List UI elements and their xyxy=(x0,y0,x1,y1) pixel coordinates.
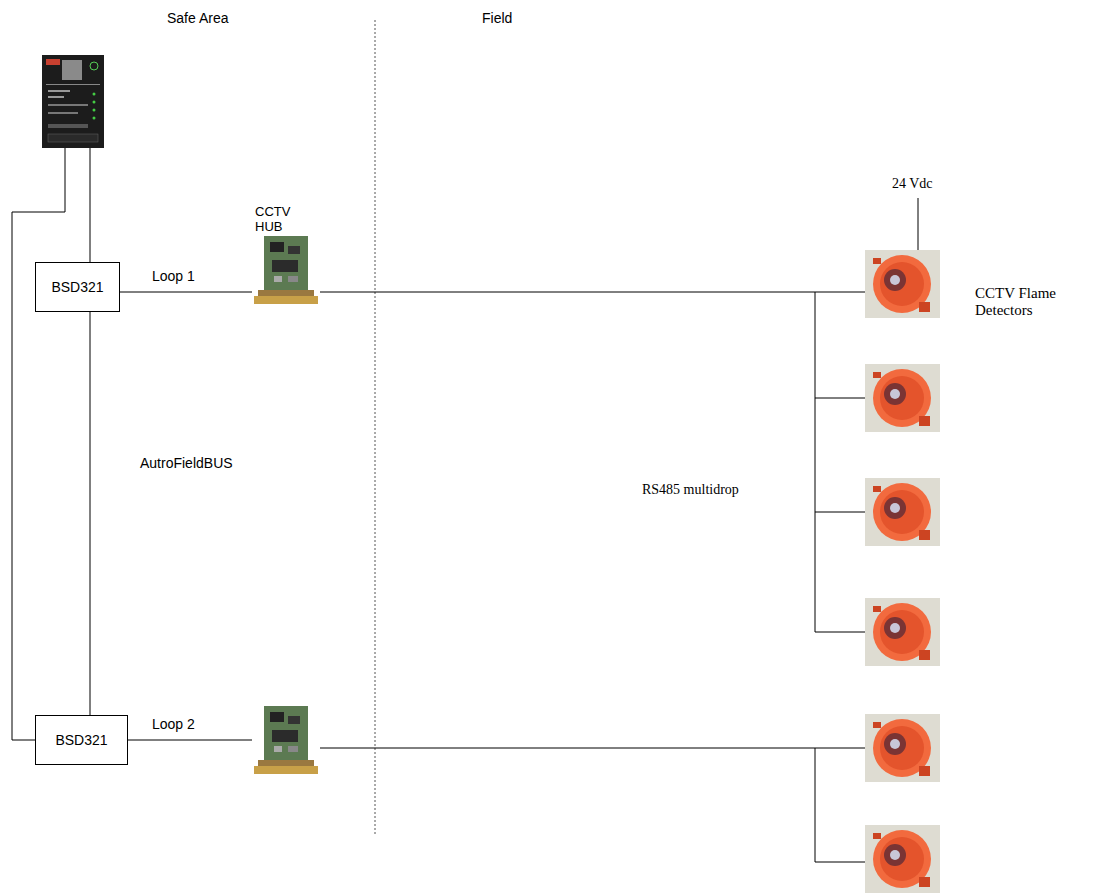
bus-controller-box: BSD321 xyxy=(35,715,128,765)
voltage-label: 24 Vdc xyxy=(890,176,935,192)
flame-detector xyxy=(865,364,940,432)
flame-detector: CCTV Flame Detectors xyxy=(865,245,1095,325)
flame-detector xyxy=(865,714,940,782)
rs485-bus xyxy=(815,292,865,632)
hub-card xyxy=(254,706,318,774)
zone-label: Safe Area xyxy=(165,10,231,26)
panel-wires xyxy=(12,148,90,740)
flame-detector xyxy=(865,598,940,666)
loop-label: Loop 2 xyxy=(150,716,197,732)
bus-controller-box: BSD321 xyxy=(35,262,120,312)
loop-label: Loop 1 xyxy=(150,268,197,284)
flame-detector xyxy=(865,250,940,318)
loop-wires xyxy=(128,740,865,862)
zone-divider xyxy=(375,20,376,836)
connector xyxy=(90,312,91,715)
hub-card: CCTV HUB xyxy=(252,203,320,306)
node-label: BSD321 xyxy=(51,279,103,295)
connector xyxy=(320,292,865,293)
power-lead xyxy=(918,198,919,250)
node-label: CCTV HUB xyxy=(255,205,299,235)
bus-label: AutroFieldBUS xyxy=(138,455,235,471)
control-panel xyxy=(42,55,104,148)
connector xyxy=(120,292,252,293)
node-label: BSD321 xyxy=(55,732,107,748)
hub-card xyxy=(254,236,318,304)
flame-detector xyxy=(865,825,940,893)
zone-label: Field xyxy=(480,10,514,26)
node-label: CCTV Flame Detectors xyxy=(975,285,1090,320)
flame-detector xyxy=(865,478,940,546)
bus-label: RS485 multidrop xyxy=(640,482,741,498)
